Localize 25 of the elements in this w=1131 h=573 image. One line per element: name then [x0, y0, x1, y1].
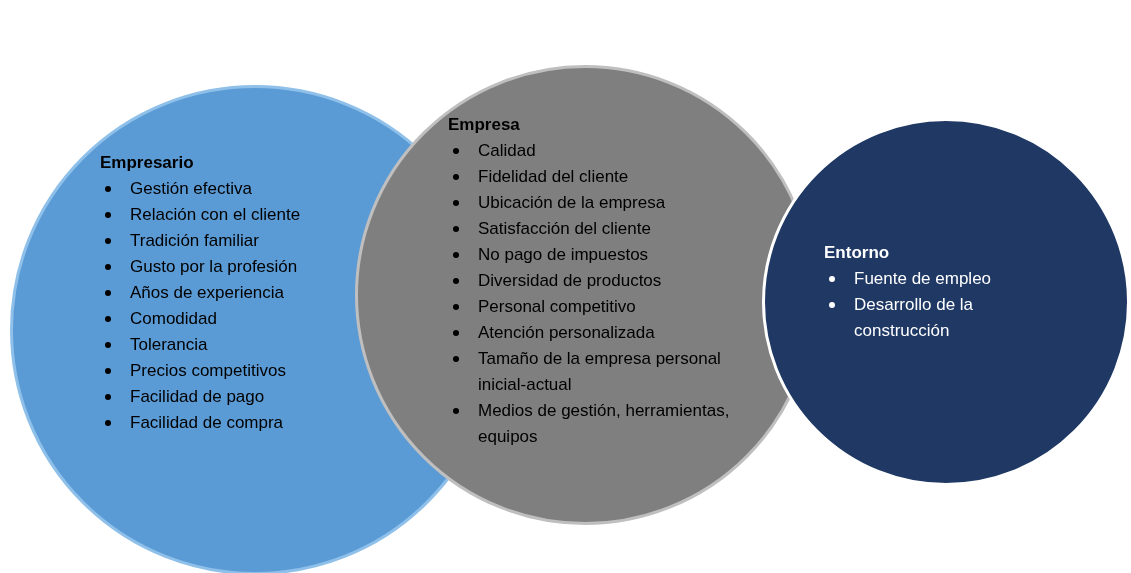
circle-heading: Empresa	[448, 114, 521, 136]
bullet-item: Satisfacción del cliente	[448, 216, 768, 242]
bullet-item: Calidad	[448, 138, 768, 164]
bullet-item: Gestión efectiva	[100, 176, 360, 202]
bullet-item: Gusto por la profesión	[100, 254, 360, 280]
bullet-item: Relación con el cliente	[100, 202, 360, 228]
bullet-item: Años de experiencia	[100, 280, 360, 306]
bullet-item: Atención personalizada	[448, 320, 768, 346]
bullet-item: Personal competitivo	[448, 294, 768, 320]
bullet-item: Diversidad de productos	[448, 268, 768, 294]
bullet-item: No pago de impuestos	[448, 242, 768, 268]
bullet-item: Medios de gestión, herramientas, equipos	[448, 398, 768, 450]
bullet-item: Tolerancia	[100, 332, 360, 358]
bullet-item: Ubicación de la empresa	[448, 190, 768, 216]
bullet-item: Fuente de empleo	[824, 266, 1044, 292]
circle-heading: Empresario	[100, 152, 195, 174]
bullet-item: Facilidad de compra	[100, 410, 360, 436]
bullet-item: Precios competitivos	[100, 358, 360, 384]
circle-heading: Entorno	[824, 242, 891, 264]
bullet-item: Fidelidad del cliente	[448, 164, 768, 190]
bullet-item: Comodidad	[100, 306, 360, 332]
bullet-item: Tamaño de la empresa personal inicial-actual	[448, 346, 768, 398]
bullet-item: Desarrollo de la construcción	[824, 292, 1044, 344]
bullet-item: Facilidad de pago	[100, 384, 360, 410]
bullet-item: Tradición familiar	[100, 228, 360, 254]
